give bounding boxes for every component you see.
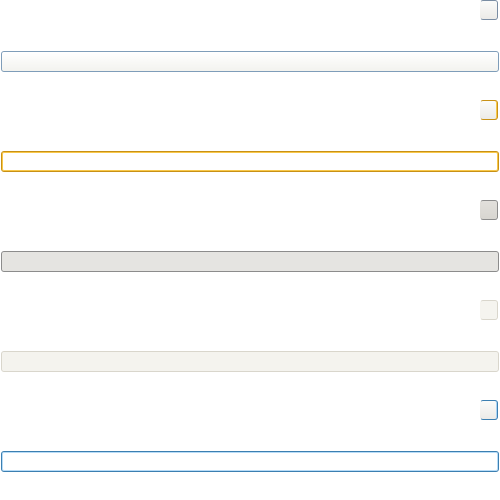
edge-button-disabled [480,300,498,320]
text-field-disabled [1,351,499,372]
control-row-normal [0,0,500,100]
text-field-normal[interactable] [1,51,499,72]
control-row-disabled [0,300,500,400]
control-row-pressed [0,200,500,300]
edge-button-hot[interactable] [480,100,498,120]
text-field-hot[interactable] [1,151,499,172]
edge-button-focused[interactable] [480,400,498,420]
text-field-focused[interactable] [1,451,499,472]
edge-button-normal[interactable] [480,0,498,20]
control-row-focused [0,400,500,500]
control-row-hot [0,100,500,200]
edge-button-pressed[interactable] [480,200,498,220]
text-field-pressed[interactable] [1,251,499,272]
